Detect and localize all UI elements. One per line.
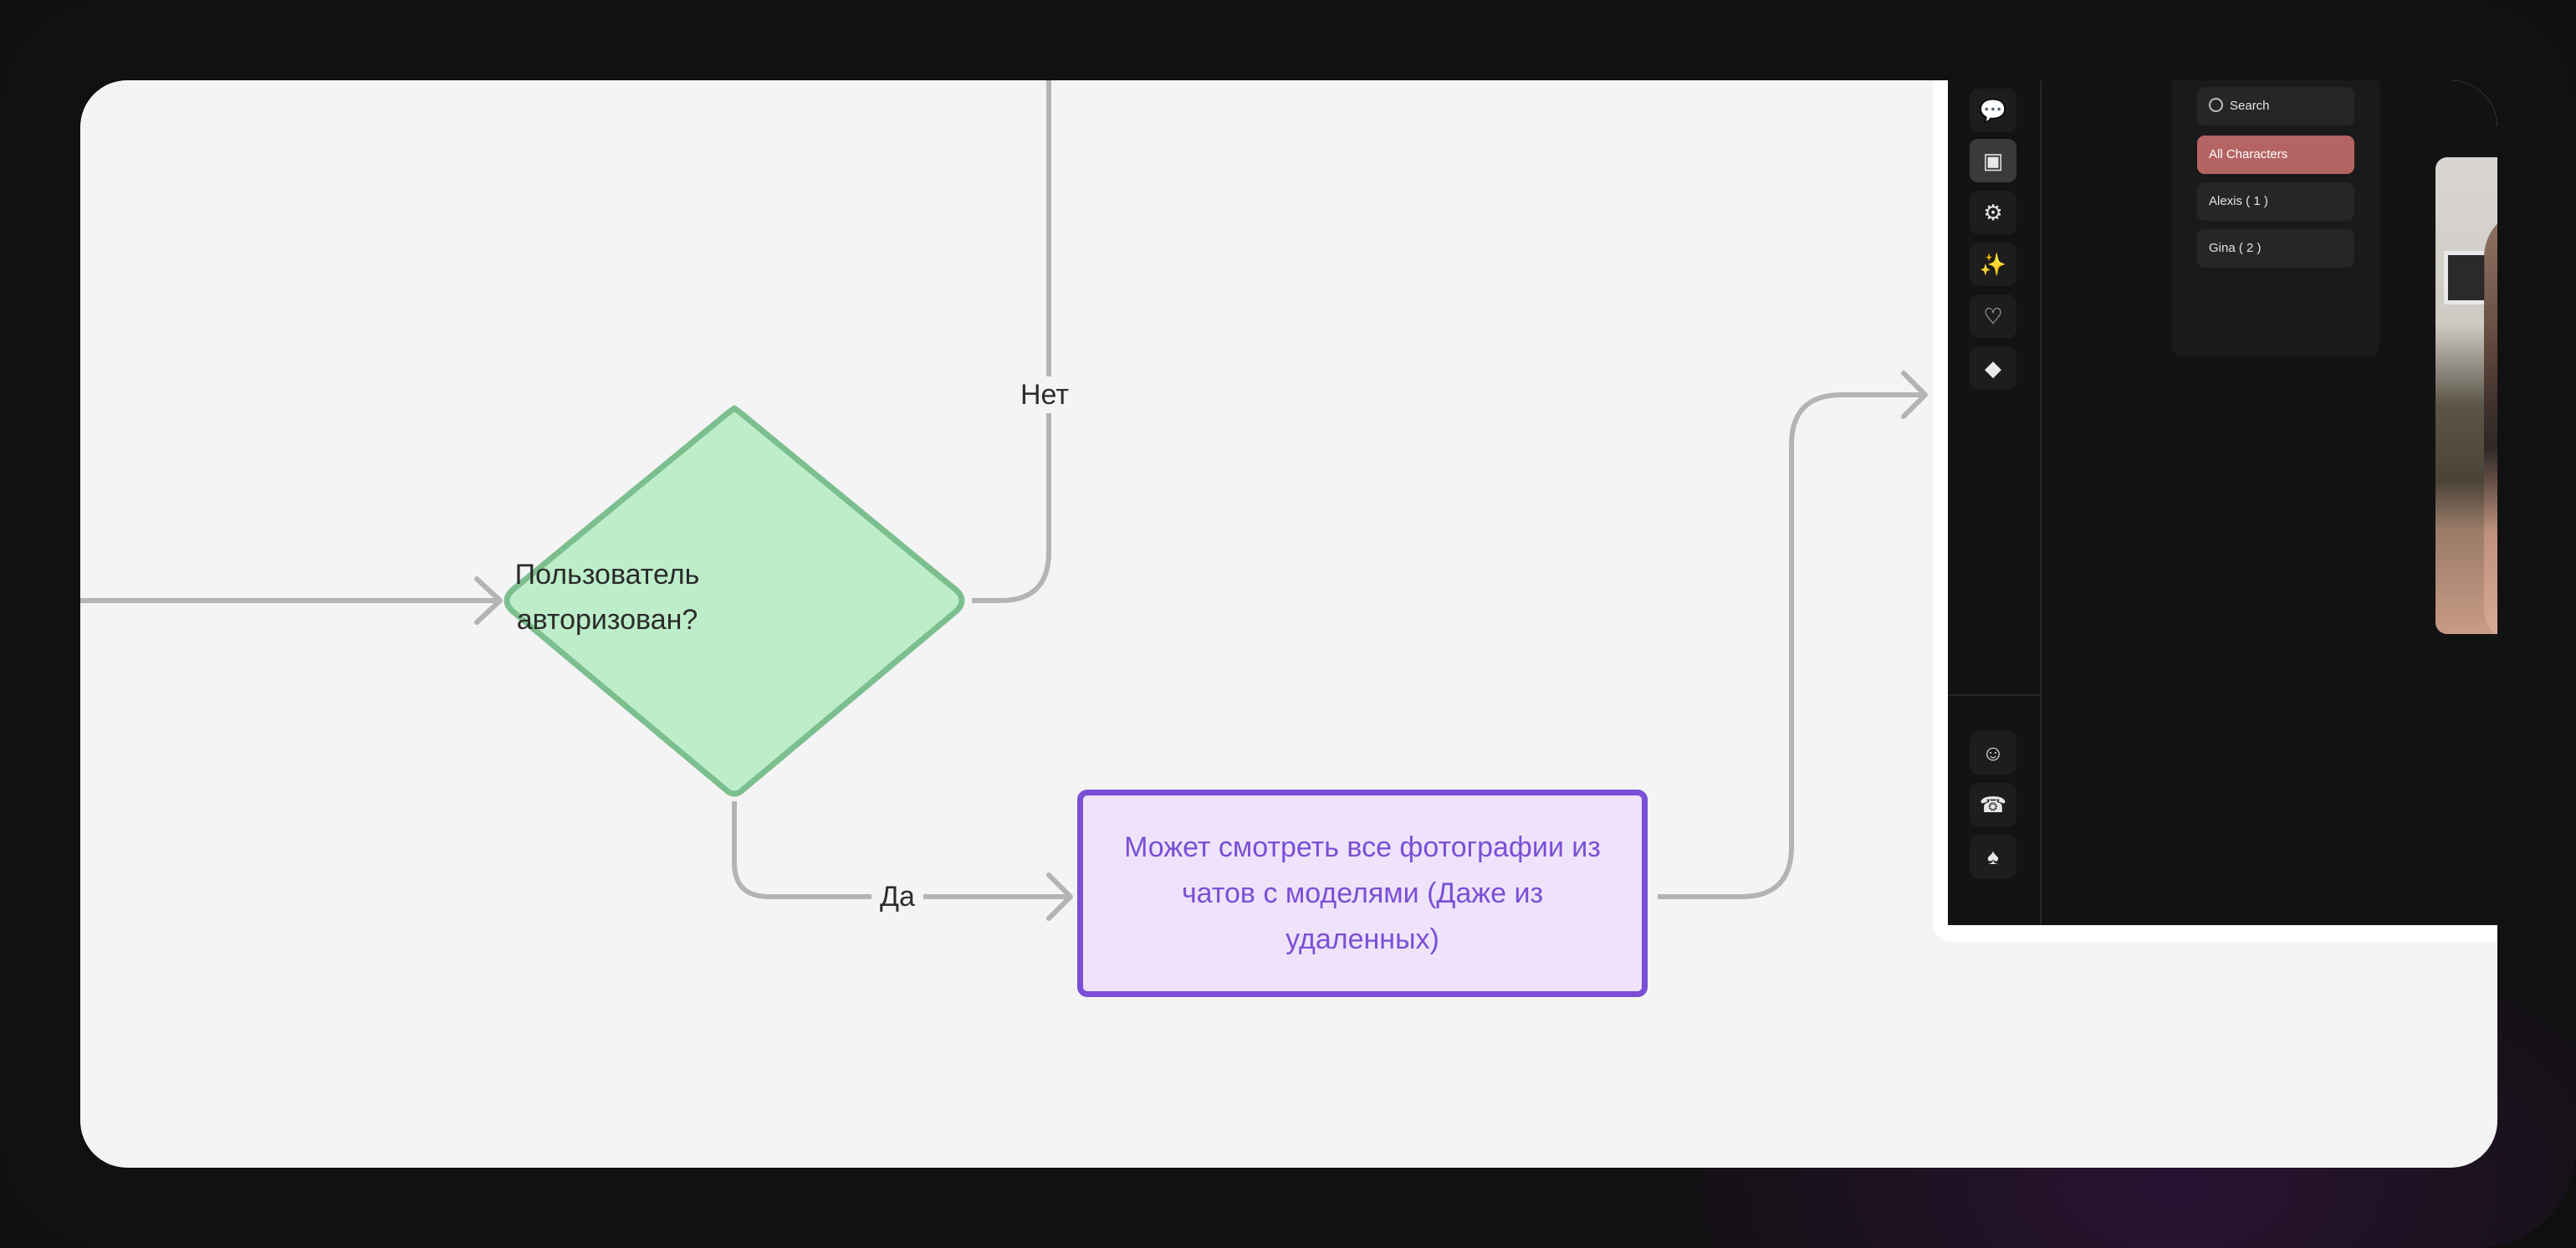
discord-icon[interactable]: ☺ (1970, 731, 2016, 775)
trophy-icon[interactable]: ♠ (1970, 835, 2016, 878)
filter-all-characters[interactable]: All Characters (2197, 136, 2354, 174)
filter-gina[interactable]: Gina ( 2 ) (2197, 229, 2354, 268)
support-icon[interactable]: ☎ (1970, 783, 2016, 826)
process-label: Может смотреть все фотографии из чатов с… (1124, 831, 1601, 955)
photo-figure (2484, 207, 2497, 634)
decision-label-line1: Пользователь (514, 559, 700, 591)
app-screenshot: 💬 ▣ ⚙ ✨ ♡ ◆ ☺ ☎ ♠ Search All Characters (1933, 80, 2497, 942)
rail-divider (1948, 694, 2040, 696)
edge-yes-arrowhead (1046, 872, 1073, 921)
character-filter-panel: Search All Characters Alexis ( 1 ) Gina … (2172, 80, 2379, 356)
incoming-arrowhead (474, 576, 503, 625)
icon-rail: 💬 ▣ ⚙ ✨ ♡ ◆ ☺ ☎ ♠ (1948, 80, 2042, 925)
character-photo[interactable] (2435, 157, 2497, 634)
edge-no (972, 80, 1051, 603)
edge-to-app-arrowhead (1901, 371, 1928, 419)
decision-label: Пользователь авторизован? (398, 552, 816, 642)
heart-icon[interactable]: ♡ (1970, 294, 2016, 338)
flowchart-connectors (80, 80, 1928, 921)
diamond-icon[interactable]: ◆ (1970, 346, 2016, 390)
bot-icon[interactable]: ⚙ (1970, 191, 2016, 234)
search-icon (2209, 97, 2223, 112)
edge-label-no: Нет (1012, 376, 1077, 413)
search-input[interactable]: Search (2197, 87, 2354, 125)
wall-picture (2444, 251, 2489, 304)
edge-to-app (1658, 392, 1924, 899)
decision-diamond (503, 405, 965, 797)
search-label: Search (2230, 99, 2270, 113)
process-node: Может смотреть все фотографии из чатов с… (1077, 790, 1648, 997)
app-window: 💬 ▣ ⚙ ✨ ♡ ◆ ☺ ☎ ♠ Search All Characters (1948, 80, 2497, 925)
edge-yes (732, 801, 1069, 899)
edge-label-yes: Да (871, 878, 923, 915)
chat-icon[interactable]: 💬 (1970, 89, 2016, 132)
decision-label-line2: авторизован? (516, 604, 698, 636)
filter-alexis[interactable]: Alexis ( 1 ) (2197, 182, 2354, 221)
gallery-icon[interactable]: ▣ (1970, 139, 2016, 182)
flowchart-canvas: Пользователь авторизован? Нет Да Может с… (80, 80, 2497, 1168)
magic-wand-icon[interactable]: ✨ (1970, 243, 2016, 286)
